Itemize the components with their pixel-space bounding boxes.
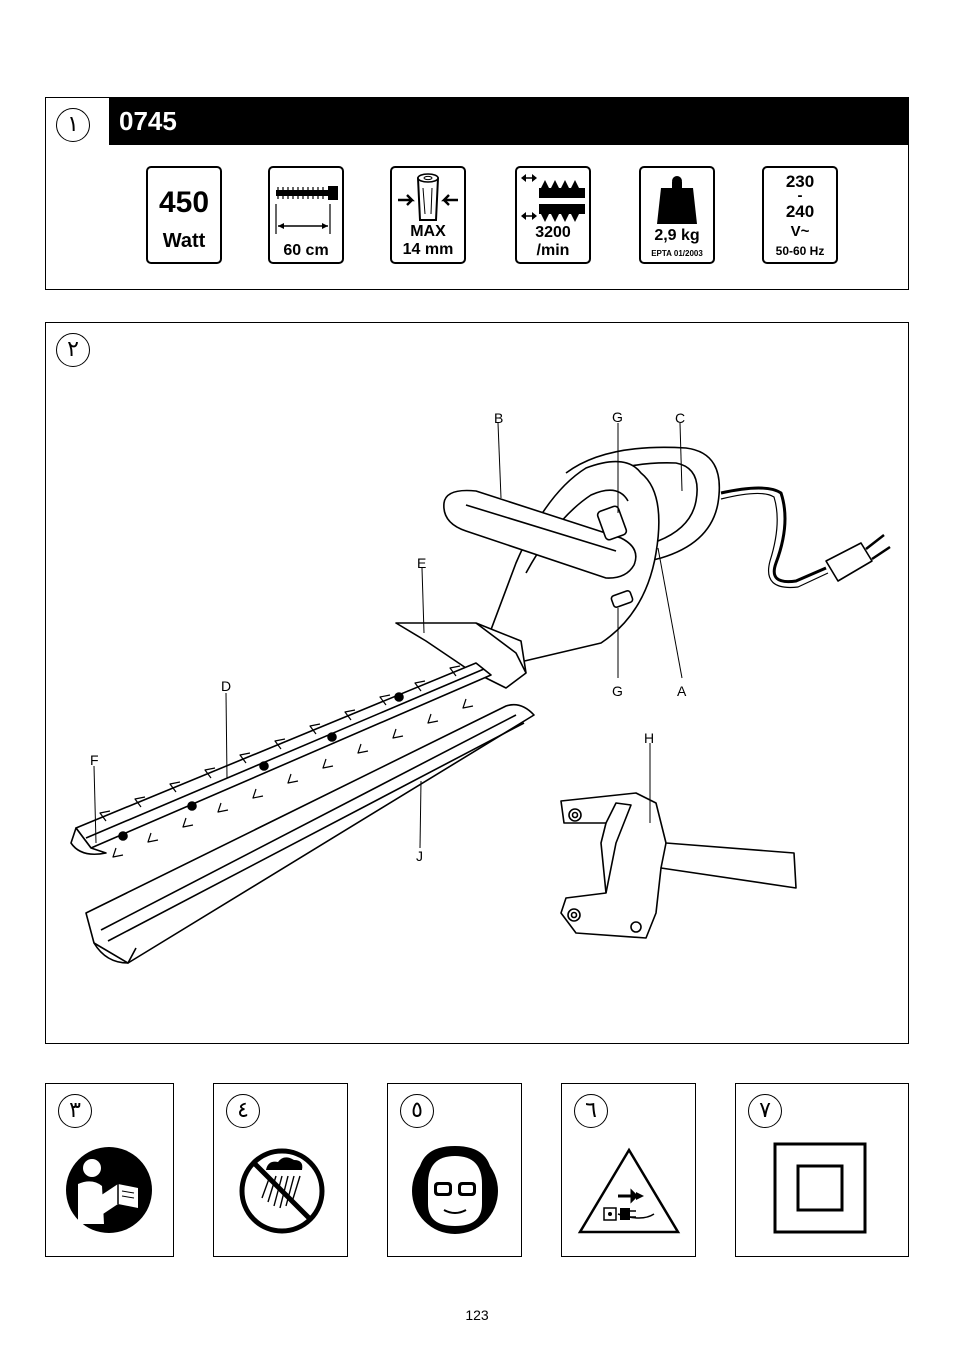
specs-panel: ١ 0745 450 Watt 60 cm	[45, 97, 909, 290]
stroke-rate-spec: 3200 /min	[515, 166, 591, 264]
eye-ear-protection-panel: ٥	[387, 1083, 522, 1257]
unplug-warning-icon	[577, 1147, 681, 1234]
voltage-symbol: V~	[790, 223, 810, 240]
label-b: B	[494, 410, 504, 426]
label-f: F	[90, 752, 99, 768]
power-unit: Watt	[162, 230, 206, 252]
panel-number-6: ٦	[574, 1094, 608, 1128]
page-number: 123	[465, 1307, 489, 1323]
label-g-top: G	[612, 409, 623, 425]
label-e: E	[417, 555, 427, 571]
label-j: J	[416, 848, 423, 864]
blade-length-spec: 60 cm	[268, 166, 344, 264]
double-insulation-icon	[773, 1142, 867, 1234]
power-value: 450	[158, 186, 210, 219]
weight-value: 2,9 kg	[654, 227, 700, 244]
model-title: 0745	[109, 98, 908, 145]
stroke-rate-unit: /min	[536, 242, 570, 259]
panel-number-4: ٤	[226, 1094, 260, 1128]
weight-spec: 2,9 kg EPTA 01/2003	[639, 166, 715, 264]
power-spec: 450 Watt	[146, 166, 222, 264]
panel-number-3: ٣	[58, 1094, 92, 1128]
label-a: A	[677, 683, 687, 699]
blade-stroke-icon	[521, 174, 585, 222]
overview-panel: ٢	[45, 322, 909, 1044]
voltage-bottom: 240	[785, 202, 815, 221]
panel-number-2: ٢	[56, 333, 90, 367]
label-c: C	[675, 410, 686, 426]
panel-number-5: ٥	[400, 1094, 434, 1128]
max-cut-spec: MAX 14 mm	[390, 166, 466, 264]
stroke-rate-value: 3200	[535, 224, 571, 241]
max-cut-value: 14 mm	[402, 241, 454, 258]
eye-ear-protection-icon	[412, 1145, 498, 1234]
double-insulation-panel: ٧	[735, 1083, 909, 1257]
no-rain-panel: ٤	[213, 1083, 348, 1257]
panel-number-1: ١	[56, 108, 90, 142]
branch-cut-icon	[398, 173, 458, 221]
hedge-trimmer-illustration	[70, 422, 891, 964]
frequency-value: 50-60 Hz	[775, 244, 825, 258]
label-d: D	[221, 678, 232, 694]
label-g-bottom: G	[612, 683, 623, 699]
blade-length-value: 60 cm	[283, 242, 329, 259]
max-label: MAX	[410, 223, 446, 240]
panel-number-7: ٧	[748, 1094, 782, 1128]
weight-icon	[657, 176, 697, 224]
blade-length-icon	[275, 186, 338, 234]
no-rain-icon	[239, 1148, 325, 1234]
voltage-top: 230	[785, 172, 815, 191]
voltage-dash: -	[797, 187, 803, 204]
weight-standard: EPTA 01/2003	[651, 249, 703, 258]
read-manual-icon	[66, 1147, 152, 1233]
label-h: H	[644, 730, 655, 746]
read-manual-panel: ٣	[45, 1083, 174, 1257]
voltage-spec: 230 - 240 V~ 50-60 Hz	[762, 166, 838, 264]
unplug-warning-panel: ٦	[561, 1083, 696, 1257]
